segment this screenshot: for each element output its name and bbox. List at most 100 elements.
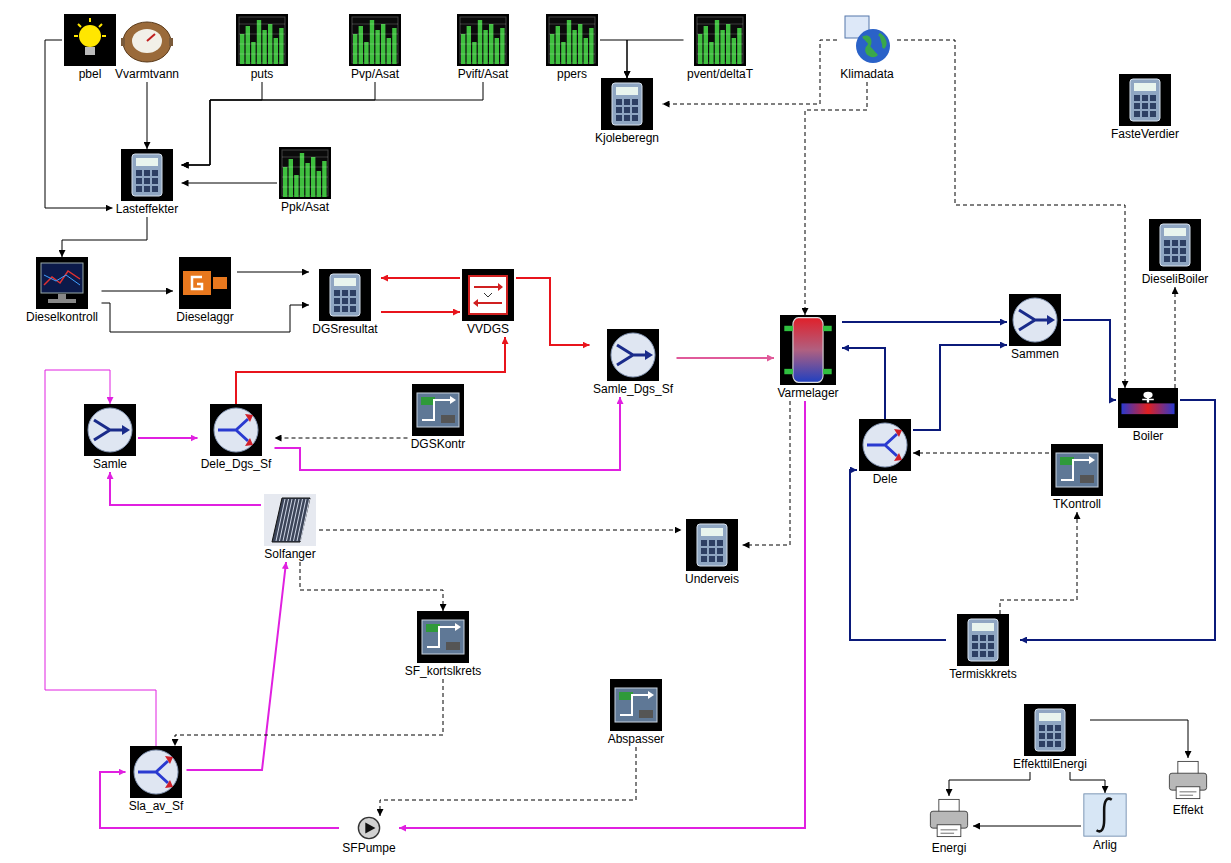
component-icon	[264, 494, 316, 546]
flow-connection	[399, 401, 805, 828]
component-icon	[927, 796, 971, 840]
flow-connection	[381, 277, 460, 279]
component-block: Lasteffekter	[113, 149, 182, 217]
component-label: SF_kortslkrets	[404, 663, 483, 679]
component-block: puts	[234, 14, 290, 82]
component-block: Ppk/Asat	[277, 147, 333, 215]
component-icon	[357, 816, 381, 840]
flow-connection	[842, 348, 885, 419]
component-block: SFPumpe	[339, 816, 399, 856]
component-block: Dieselkontroll	[23, 257, 102, 325]
component-block: Dele	[857, 419, 913, 487]
component-label: Sammen	[1010, 346, 1060, 362]
control-signal	[300, 562, 443, 611]
component-icon	[130, 746, 182, 798]
component-label: Termiskkrets	[948, 666, 1017, 682]
flow-connection	[1070, 772, 1105, 793]
component-icon	[121, 149, 173, 201]
component-icon	[1051, 444, 1103, 496]
component-block: Varmelager	[774, 315, 842, 401]
component-label: Dele_Dgs_Sf	[200, 456, 273, 472]
component-label: Pvift/Asat	[457, 66, 510, 82]
control-signal	[275, 438, 408, 439]
component-icon	[610, 679, 662, 731]
component-label: Klimadata	[839, 66, 894, 82]
control-signal	[1175, 287, 1176, 388]
component-icon	[84, 404, 136, 456]
component-label: puts	[250, 66, 275, 82]
component-icon	[64, 14, 116, 66]
flow-connection	[949, 772, 1030, 796]
component-block: FasteVerdier	[1108, 74, 1183, 142]
flow-connection	[138, 437, 198, 439]
component-block: DGSKontr	[408, 384, 469, 452]
component-label: DGSKontr	[410, 436, 467, 452]
component-label: ppers	[556, 66, 588, 82]
component-block: TKontroll	[1049, 444, 1105, 512]
component-block: Klimadata	[837, 14, 897, 82]
flow-connection	[1020, 400, 1215, 640]
component-icon	[462, 269, 514, 321]
component-label: Energi	[931, 840, 968, 856]
flow-connection	[677, 357, 775, 359]
flow-connection	[1063, 320, 1116, 400]
flow-connection	[147, 82, 148, 149]
component-label: Kjoleberegn	[594, 130, 660, 146]
flow-connection	[237, 272, 309, 273]
component-block: Boiler	[1116, 388, 1180, 444]
component-block: VVDGS	[460, 269, 516, 337]
component-label: Dieselaggr	[175, 309, 234, 325]
control-signal	[319, 530, 682, 531]
component-icon	[1166, 758, 1210, 802]
component-label: SFPumpe	[341, 840, 396, 856]
component-label: pbel	[78, 66, 103, 82]
component-label: Dele	[872, 471, 899, 487]
component-label: Samle_Dgs_Sf	[592, 381, 674, 397]
component-label: VVDGS	[466, 321, 510, 337]
component-label: Dieselkontroll	[25, 309, 99, 325]
component-block: Dele_Dgs_Sf	[198, 404, 275, 472]
flow-connection	[110, 472, 261, 505]
component-label: Ppk/Asat	[280, 199, 330, 215]
component-block: Abspasser	[605, 679, 668, 747]
component-label: Arlig	[1092, 837, 1118, 853]
component-icon	[1119, 74, 1171, 126]
component-label: FasteVerdier	[1110, 126, 1180, 142]
component-label: Varmelager	[776, 385, 839, 401]
component-icon	[412, 384, 464, 436]
component-icon	[1083, 793, 1127, 837]
component-label: pvent/deltaT	[686, 66, 754, 82]
component-icon	[841, 14, 893, 66]
component-icon	[859, 419, 911, 471]
component-label: Sla_av_Sf	[128, 798, 185, 814]
component-label: Samle	[92, 456, 128, 472]
control-signal	[897, 40, 1125, 388]
component-label: DieseliBoiler	[1141, 271, 1210, 287]
component-block: pvent/deltaT	[684, 14, 757, 82]
flow-connection	[516, 278, 590, 345]
component-block: Kjoleberegn	[592, 78, 663, 146]
component-icon	[607, 329, 659, 381]
component-icon	[957, 614, 1009, 666]
flow-connection	[627, 40, 684, 78]
component-label: EffekttilEnergi	[1012, 756, 1088, 772]
flow-connection	[381, 311, 460, 313]
flow-connection	[850, 470, 946, 640]
flow-connection	[842, 321, 1007, 323]
component-icon	[1149, 219, 1201, 271]
component-icon	[279, 147, 331, 199]
component-block: pbel	[62, 14, 118, 82]
component-block: DieseliBoiler	[1139, 219, 1212, 287]
component-block: Samle	[82, 404, 138, 472]
component-block: ppers	[544, 14, 600, 82]
component-label: Boiler	[1132, 428, 1165, 444]
flow-connection	[973, 826, 1081, 827]
component-label: Lasteffekter	[115, 201, 179, 217]
component-block: Effekt	[1164, 758, 1212, 818]
component-block: Samle_Dgs_Sf	[590, 329, 677, 397]
component-label: Abspasser	[607, 731, 666, 747]
component-label: Underveis	[684, 571, 740, 587]
component-block: Arlig	[1081, 793, 1129, 853]
component-label: TKontroll	[1052, 496, 1102, 512]
